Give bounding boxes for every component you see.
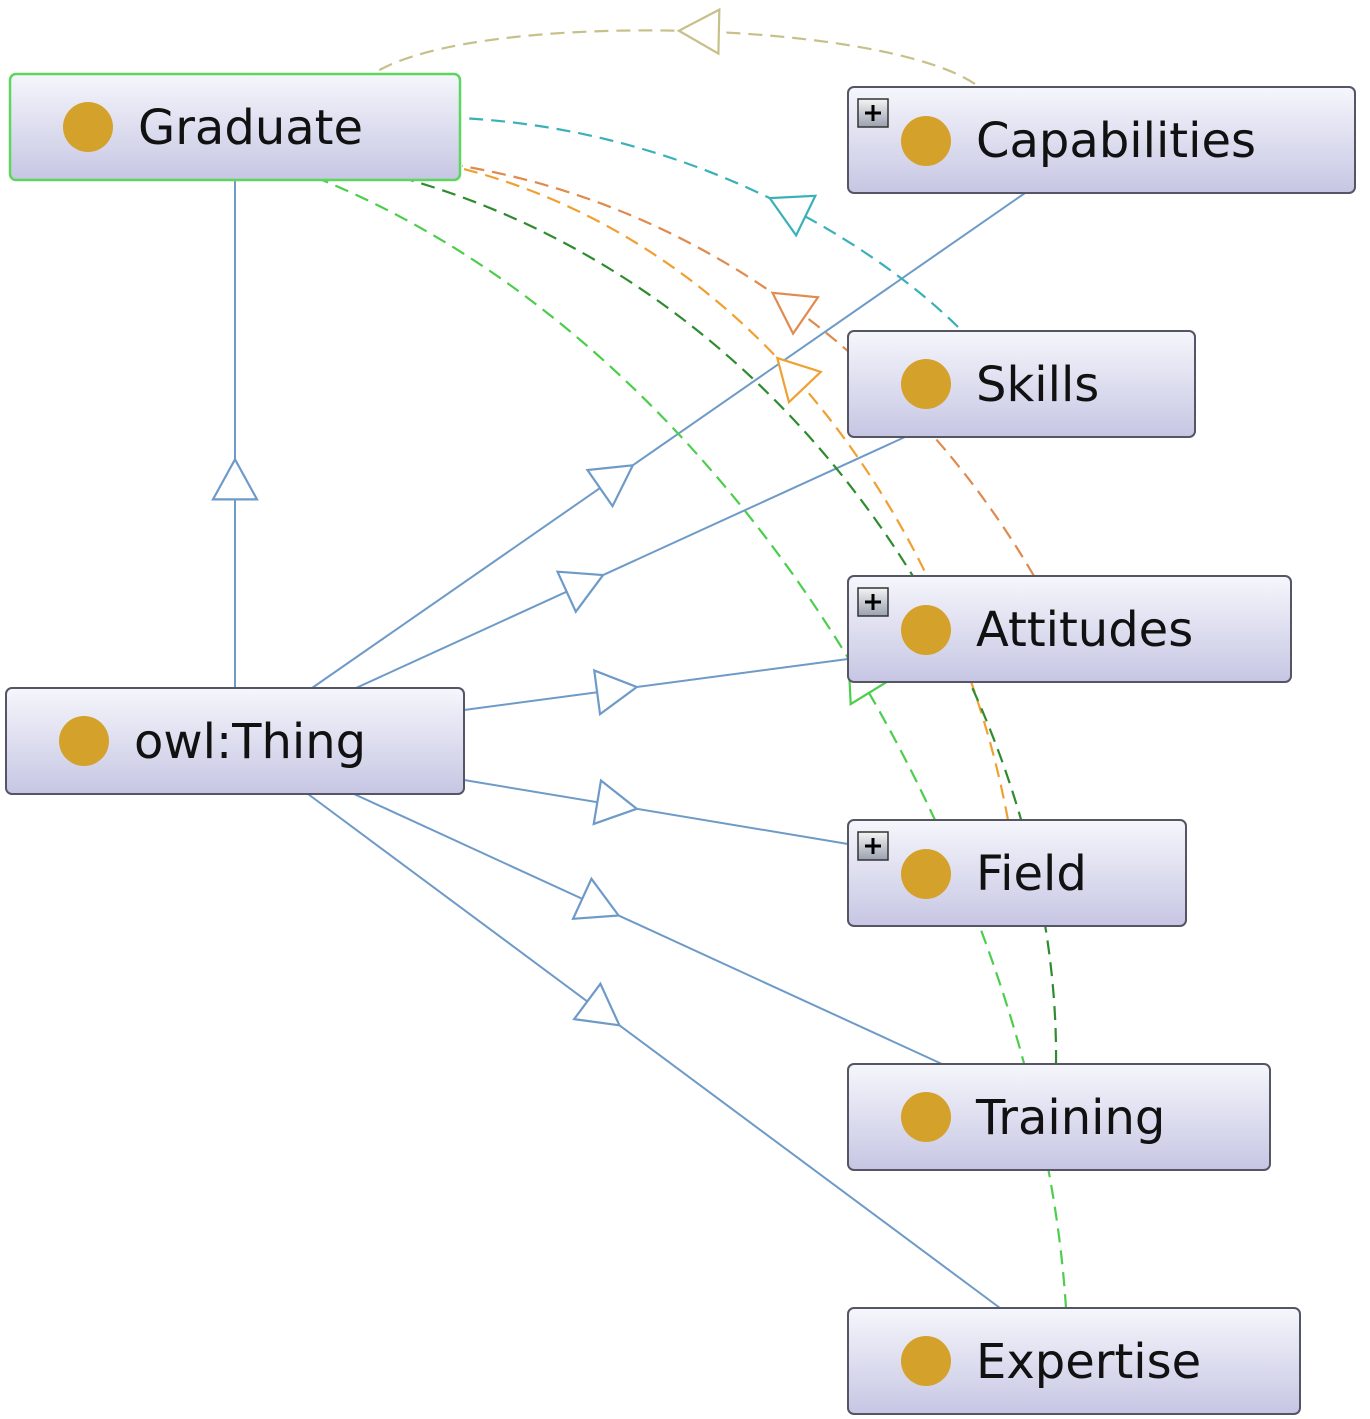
subclass-arrow-expertise [572,981,622,1027]
subclass-arrow-capabilities [585,463,635,509]
relation-arrow-4 [775,356,823,405]
subclass-edge-expertise [307,793,1001,1309]
attitudes-box[interactable] [847,575,1292,683]
relation-arrow-2 [767,194,818,238]
subclass-arrow-field [592,778,640,826]
class-node-attitudes[interactable]: Attitudes [847,575,1292,683]
skills-label: Skills [976,357,1099,413]
class-dot-icon [59,716,109,766]
subclass-arrow-skills [555,570,606,614]
capabilities-label: Capabilities [976,113,1256,169]
plus-icon[interactable] [857,831,889,861]
relation-edge-1 [375,29,976,85]
attitudes-label: Attitudes [976,602,1193,658]
relation-arrow-3 [770,291,820,336]
plus-icon[interactable] [857,587,889,617]
class-dot-icon [901,1092,951,1142]
graduate-box[interactable] [8,72,462,182]
owl-thing-box[interactable] [5,687,465,795]
subclass-edge-training [353,793,943,1065]
expertise-label: Expertise [976,1334,1201,1390]
graduate-label: Graduate [138,100,363,156]
relation-edge-4 [459,166,1010,821]
class-dot-icon [901,849,951,899]
skills-box[interactable] [847,330,1196,438]
expertise-box[interactable] [847,1307,1301,1415]
subclass-edge-attitudes [463,658,849,711]
class-node-field[interactable]: Field [847,819,1187,927]
class-node-skills[interactable]: Skills [847,330,1196,438]
subclass-edge-field [463,779,849,845]
field-box[interactable] [847,819,1187,927]
class-dot-icon [63,102,113,152]
capabilities-box[interactable] [847,86,1356,194]
plus-icon[interactable] [857,98,889,128]
class-dot-icon [901,359,951,409]
class-dot-icon [901,1336,951,1386]
subclass-arrow-graduate [211,457,259,501]
subclass-edge-capabilities [311,192,1026,689]
class-node-owl-thing[interactable]: owl:Thing [5,687,465,795]
class-node-expertise[interactable]: Expertise [847,1307,1301,1415]
subclass-edge-skills [355,436,906,689]
edges-layer [211,7,1068,1309]
relation-arrow-1 [676,7,721,56]
nodes-layer: Graduate owl:Thing CapabilitiesSkillsAttit… [5,72,1356,1415]
class-dot-icon [901,116,951,166]
class-node-graduate[interactable]: Graduate [8,72,462,182]
class-dot-icon [901,605,951,655]
class-node-training[interactable]: Training [847,1063,1271,1171]
owl-thing-label: owl:Thing [134,714,366,770]
subclass-arrow-attitudes [592,668,640,717]
training-box[interactable] [847,1063,1271,1171]
subclass-arrow-training [571,876,621,921]
training-label: Training [975,1090,1165,1146]
class-node-capabilities[interactable]: Capabilities [847,86,1356,194]
field-label: Field [976,846,1087,902]
